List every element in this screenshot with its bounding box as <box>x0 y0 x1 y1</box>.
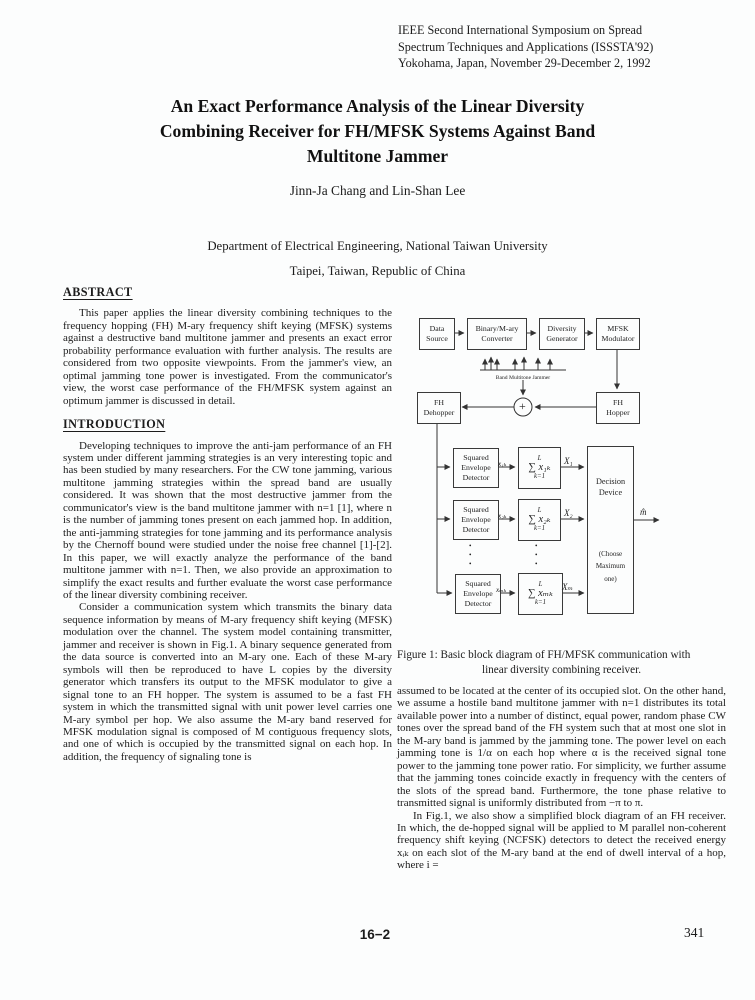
introduction-heading: INTRODUCTION <box>63 417 166 432</box>
sum-1-upper-limit: L <box>537 455 542 462</box>
block-squared-envelope-detector-1: Squared Envelope Detector <box>453 448 499 488</box>
left-column: ABSTRACT This paper applies the linear d… <box>63 286 392 763</box>
output-label-x1: X₁ <box>564 456 573 466</box>
caption-line: Figure 1: Basic block diagram of FH/MFSK… <box>397 649 691 661</box>
title-line: Combining Receiver for FH/MFSK Systems A… <box>159 121 596 141</box>
sum-2-body: ∑ x₂ₖ <box>528 514 551 525</box>
block-decision-device: Decision Device <box>587 446 634 614</box>
sum-2-lower-limit: k=1 <box>533 525 545 532</box>
right-column: Data Source Binary/M-ary Converter Diver… <box>397 308 726 872</box>
affiliation-line: Taipei, Taiwan, Republic of China <box>289 264 466 278</box>
sum-3-lower-limit: k=1 <box>534 599 546 606</box>
signal-label-x1k: x₁ₖ <box>498 460 507 468</box>
figure-connectors <box>436 330 660 596</box>
authors: Jinn-Ja Chang and Lin-Shan Lee <box>289 183 466 198</box>
page-number: 341 <box>684 925 705 940</box>
sum-2-upper-limit: L <box>537 507 542 514</box>
output-label-x2: X₂ <box>564 508 573 518</box>
output-label-m-hat: m̂ <box>640 507 647 517</box>
affiliation-line: Department of Electrical Engineering, Na… <box>207 239 548 253</box>
block-fh-dehopper: FH Dehopper <box>417 392 461 424</box>
block-mfsk-modulator: MFSK Modulator <box>596 318 640 350</box>
block-sum-2: L ∑ x₂ₖ k=1 <box>518 499 561 541</box>
block-fh-hopper: FH Hopper <box>596 392 640 424</box>
right-column-paragraph-1: assumed to be located at the center of i… <box>397 685 726 810</box>
introduction-paragraph-2: Consider a communication system which tr… <box>63 601 392 763</box>
block-data-source: Data Source <box>419 318 455 350</box>
right-column-paragraph-2: In Fig.1, we also show a simplified bloc… <box>397 809 726 872</box>
introduction-paragraph-1: Developing techniques to improve the ant… <box>63 439 392 601</box>
sum-1-body: ∑ x₁ₖ <box>528 462 551 473</box>
block-sum-1: L ∑ x₁ₖ k=1 <box>518 447 561 489</box>
affiliation: Department of Electrical Engineering, Na… <box>0 234 755 284</box>
figure-1-caption: Figure 1: Basic block diagram of FH/MFSK… <box>397 648 726 677</box>
block-diversity-generator: Diversity Generator <box>539 318 585 350</box>
conference-line: IEEE Second International Symposium on S… <box>398 23 643 37</box>
output-label-xm: Xₘ <box>562 582 574 592</box>
signal-label-xmk: xₘₖ <box>496 586 507 594</box>
vertical-ellipsis: • • • <box>535 542 538 568</box>
title-line: An Exact Performance Analysis of the Lin… <box>170 96 585 116</box>
sum-3-body: ∑ xₘₖ <box>527 588 554 599</box>
summing-node-plus: + <box>519 399 526 413</box>
decision-device-note: (Choose Maximum one) <box>595 550 626 583</box>
block-binary-mary-converter: Binary/M-ary Converter <box>467 318 527 350</box>
conference-header: IEEE Second International Symposium on S… <box>398 22 710 72</box>
sum-1-lower-limit: k=1 <box>533 473 545 480</box>
block-squared-envelope-detector-2: Squared Envelope Detector <box>453 500 499 540</box>
title-line: Multitone Jammer <box>306 146 449 166</box>
abstract-paragraph: This paper applies the linear diversity … <box>63 307 392 407</box>
block-sum-3: L ∑ xₘₖ k=1 <box>518 573 563 615</box>
figure-1-block-diagram: Data Source Binary/M-ary Converter Diver… <box>397 308 727 642</box>
paper-title: An Exact Performance Analysis of the Lin… <box>0 94 755 169</box>
caption-line: linear diversity combining receiver. <box>481 663 642 676</box>
abstract-heading: ABSTRACT <box>63 285 133 299</box>
conference-line: Yokohama, Japan, November 29-December 2,… <box>398 56 651 71</box>
vertical-ellipsis: • • • <box>469 542 472 568</box>
conference-line: Spectrum Techniques and Applications (IS… <box>398 39 654 54</box>
band-multitone-jammer-label: Band Multitone Jammer <box>495 375 551 381</box>
sum-3-upper-limit: L <box>538 581 543 588</box>
signal-label-x2k: x₂ₖ <box>498 512 507 520</box>
block-squared-envelope-detector-3: Squared Envelope Detector <box>455 574 501 614</box>
session-number: 16−2 <box>359 927 391 942</box>
